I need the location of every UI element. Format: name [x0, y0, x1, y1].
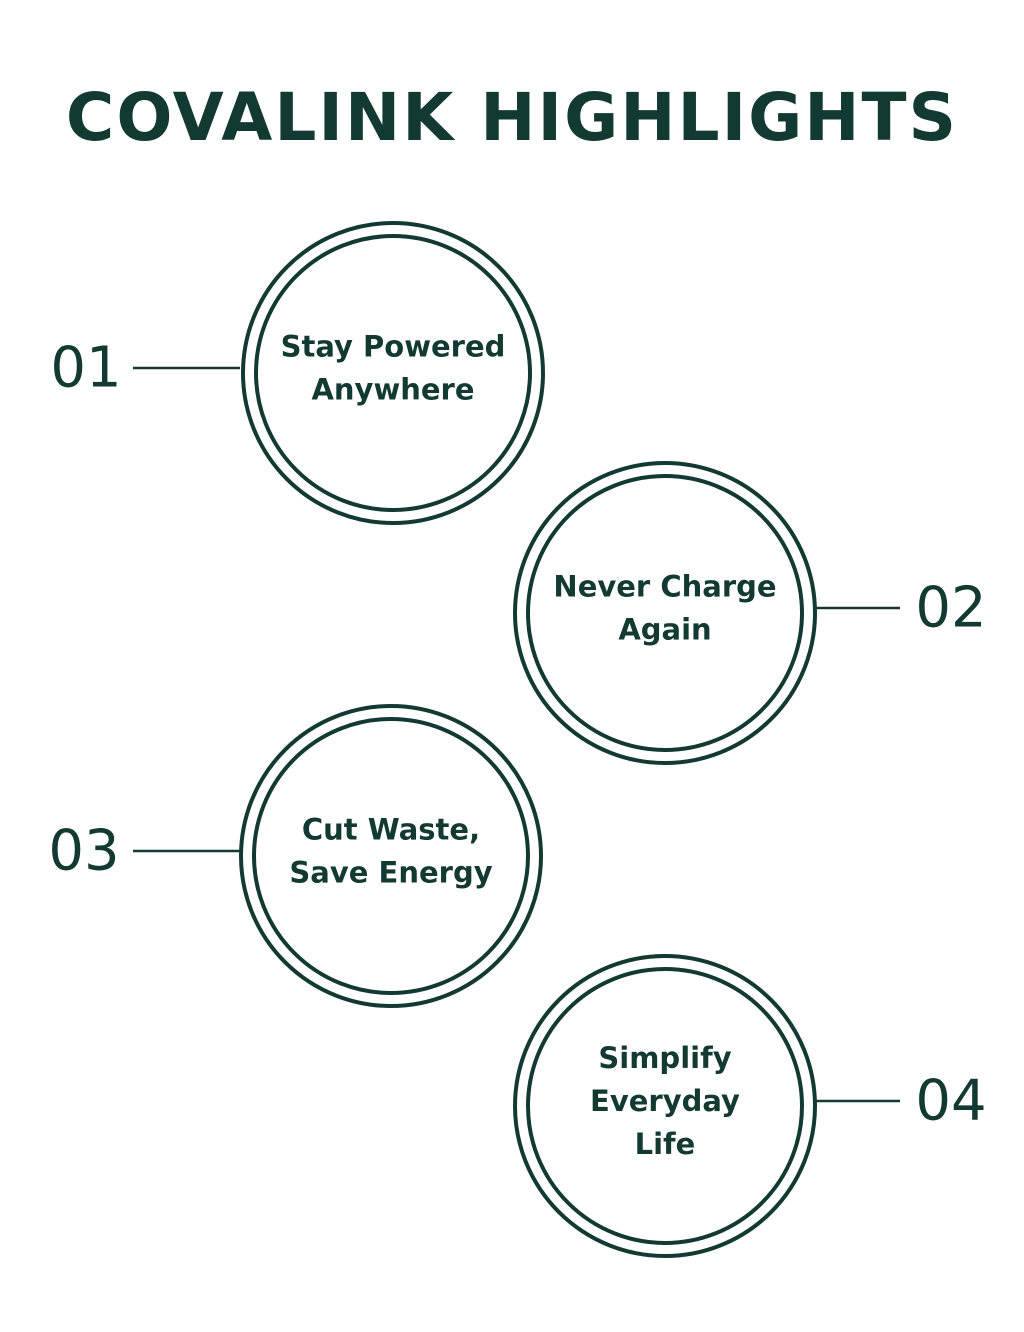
highlight-inner-ring	[254, 234, 532, 512]
highlight-outer-ring	[513, 461, 817, 765]
highlight-label-line: Simplify	[598, 1041, 731, 1075]
highlight-inner-ring	[526, 474, 804, 752]
highlight-inner-ring	[252, 717, 530, 995]
page-title: COVALINK HIGHLIGHTS	[65, 79, 959, 156]
highlight-label-line: Everyday	[590, 1084, 740, 1118]
highlight-label-line: Stay Powered	[281, 330, 506, 364]
highlight-inner-ring	[526, 967, 804, 1245]
highlight-label-line: Anywhere	[311, 373, 474, 407]
highlight-outer-ring	[513, 954, 817, 1258]
highlight-label-line: Again	[618, 613, 711, 647]
highlight-number: 02	[915, 576, 986, 641]
highlight-number: 03	[48, 819, 119, 884]
highlight-number: 01	[50, 336, 121, 401]
highlight-label-line: Cut Waste,	[302, 813, 480, 847]
highlight-outer-ring	[241, 221, 545, 525]
highlight-label-line: Save Energy	[289, 856, 492, 890]
highlight-label-line: Life	[635, 1127, 696, 1161]
highlight-outer-ring	[239, 704, 543, 1008]
highlight-item: 03 Cut Waste, Save Energy	[48, 704, 543, 1008]
highlight-number: 04	[915, 1069, 986, 1134]
highlight-label-line: Never Charge	[553, 570, 776, 604]
